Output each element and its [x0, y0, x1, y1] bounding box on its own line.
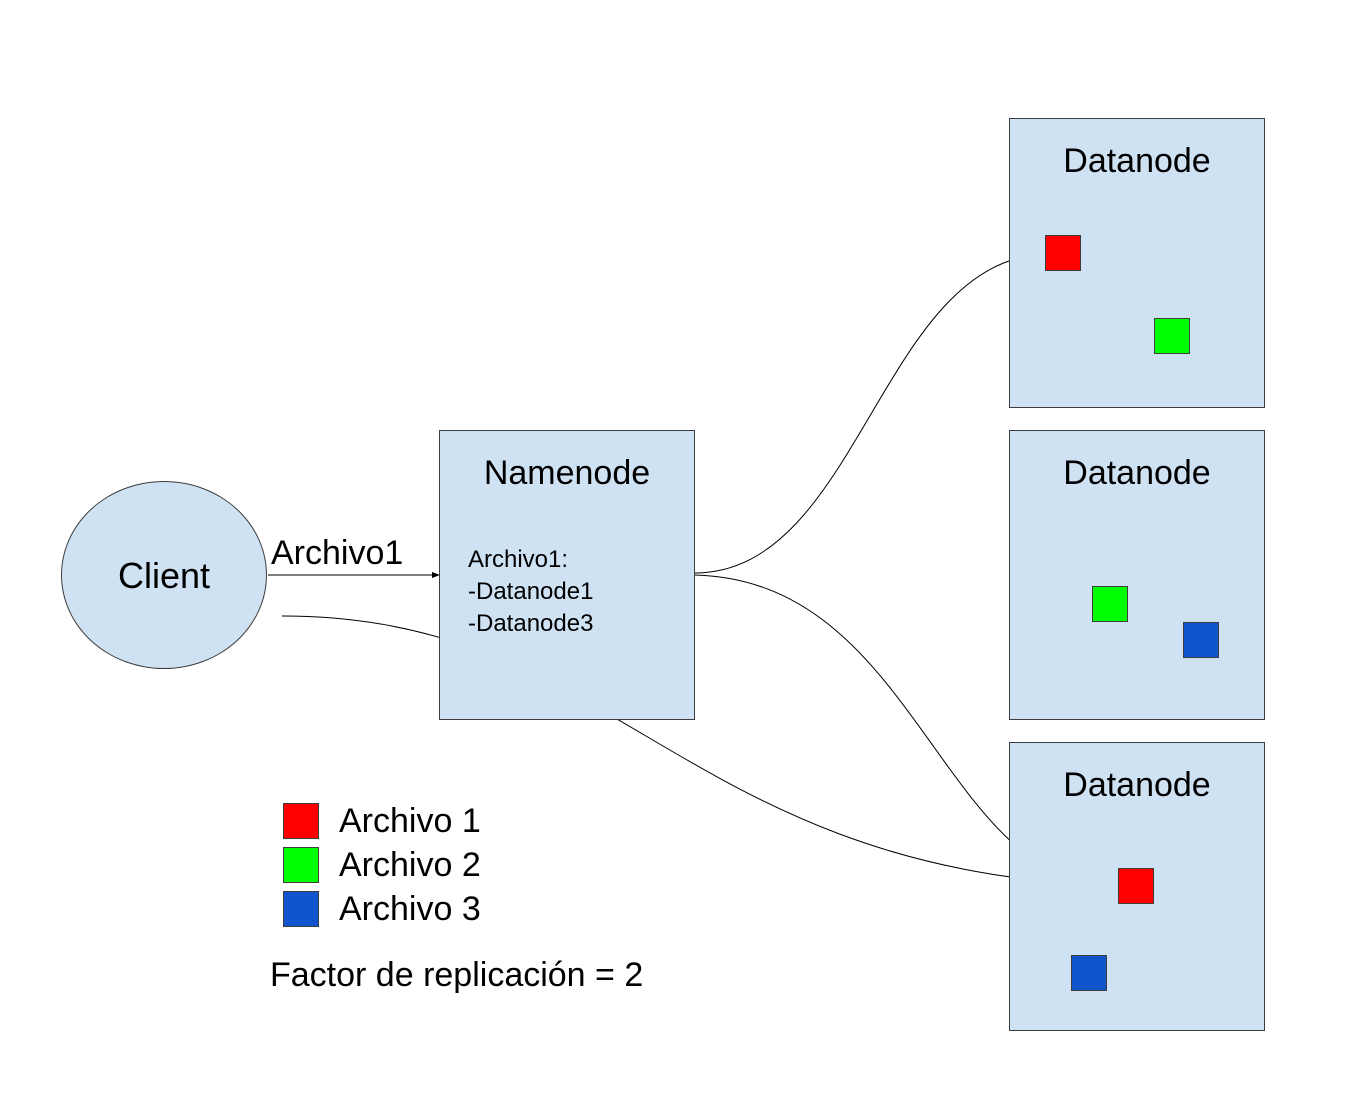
archivo2-block[interactable] [1154, 318, 1190, 354]
request-label: Archivo1 [271, 534, 404, 572]
archivo1-block[interactable] [1118, 868, 1154, 904]
client-label: Client [117, 555, 211, 596]
datanode-1-box[interactable]: Datanode [1009, 118, 1265, 408]
archivo1-block[interactable] [1045, 235, 1081, 271]
namenode-info-line: -Datanode3 [468, 610, 594, 637]
datanode-title: Datanode [1063, 454, 1211, 492]
legend-label: Archivo 3 [339, 890, 481, 928]
legend-swatch-archivo3 [283, 891, 319, 927]
legend-label: Archivo 2 [339, 846, 481, 884]
archivo2-block[interactable] [1092, 586, 1128, 622]
namenode-info-line: -Datanode1 [468, 578, 594, 605]
namenode-box[interactable]: Namenode Archivo1: -Datanode1 -Datanode3 [439, 430, 695, 720]
replication-factor-note: Factor de replicación = 2 [270, 956, 644, 994]
legend-swatch-archivo2 [283, 847, 319, 883]
namenode-title: Namenode [483, 454, 651, 492]
legend-swatch-archivo1 [283, 803, 319, 839]
namenode-metadata: Archivo1: -Datanode1 -Datanode3 [468, 544, 593, 640]
archivo3-block[interactable] [1071, 955, 1107, 991]
datanode-3-box[interactable]: Datanode [1009, 742, 1265, 1031]
datanode-title: Datanode [1063, 142, 1211, 180]
namenode-to-datanode1-connector [693, 253, 1047, 574]
datanode-title: Datanode [1063, 766, 1211, 804]
namenode-info-line: Archivo1: [468, 546, 569, 573]
client-node[interactable]: Client [61, 481, 267, 669]
legend-label: Archivo 1 [339, 802, 481, 840]
archivo3-block[interactable] [1183, 622, 1219, 658]
datanode-2-box[interactable]: Datanode [1009, 430, 1265, 720]
